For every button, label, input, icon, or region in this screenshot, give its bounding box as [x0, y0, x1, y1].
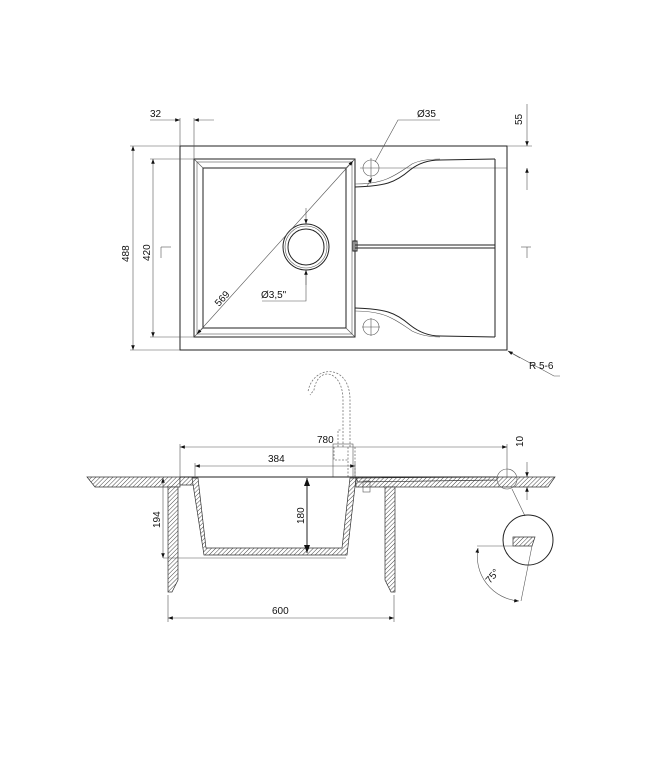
- dim-label: 55: [514, 113, 525, 125]
- dim-bowl-width: 384: [194, 454, 356, 477]
- sink-outline: [179, 145, 508, 351]
- top-view: 32 Ø35 55 488 420: [121, 104, 560, 377]
- dim-install-depth: 194: [152, 478, 346, 559]
- side-view: 780 384 180 194 600: [86, 371, 556, 622]
- dim-corner-radius: R 5-6: [507, 246, 560, 377]
- dim-label: R 5-6: [529, 361, 554, 372]
- dim-label: 32: [150, 109, 162, 120]
- dim-label: 488: [121, 245, 132, 262]
- dim-label: 10: [515, 435, 526, 447]
- dim-tap-offset: 55: [507, 104, 532, 190]
- dim-bowl-height: 180: [296, 478, 310, 553]
- dim-rim-thickness: 10: [515, 435, 529, 500]
- dim-cabinet-width: 600: [167, 595, 395, 622]
- edge-detail: 75°: [475, 468, 554, 603]
- dim-total-depth: 488: [121, 145, 180, 351]
- dim-label: Ø35: [417, 109, 436, 120]
- dim-label: 569: [213, 289, 233, 309]
- tap-hole-icon: [360, 158, 507, 336]
- dim-label: 384: [268, 454, 285, 465]
- faucet-icon: [307, 371, 356, 478]
- dim-label: Ø3,5": [261, 290, 287, 301]
- dim-label: 420: [142, 244, 153, 261]
- dim-diagonal: 569: [196, 160, 354, 335]
- dim-label: 180: [296, 507, 307, 524]
- dim-total-width: 780: [179, 435, 508, 477]
- dim-bowl-depth: 420: [142, 158, 194, 338]
- dim-drain: Ø3,5": [261, 208, 308, 302]
- drainer-grooves: [352, 158, 496, 338]
- cabinet-walls: [167, 486, 396, 593]
- dim-overhang: 32: [150, 109, 214, 159]
- sink-section: [180, 476, 498, 556]
- dim-label: 600: [272, 606, 289, 617]
- dim-tap-hole: Ø35: [366, 109, 440, 187]
- dim-label: 780: [317, 435, 334, 446]
- dim-label: 194: [152, 511, 163, 528]
